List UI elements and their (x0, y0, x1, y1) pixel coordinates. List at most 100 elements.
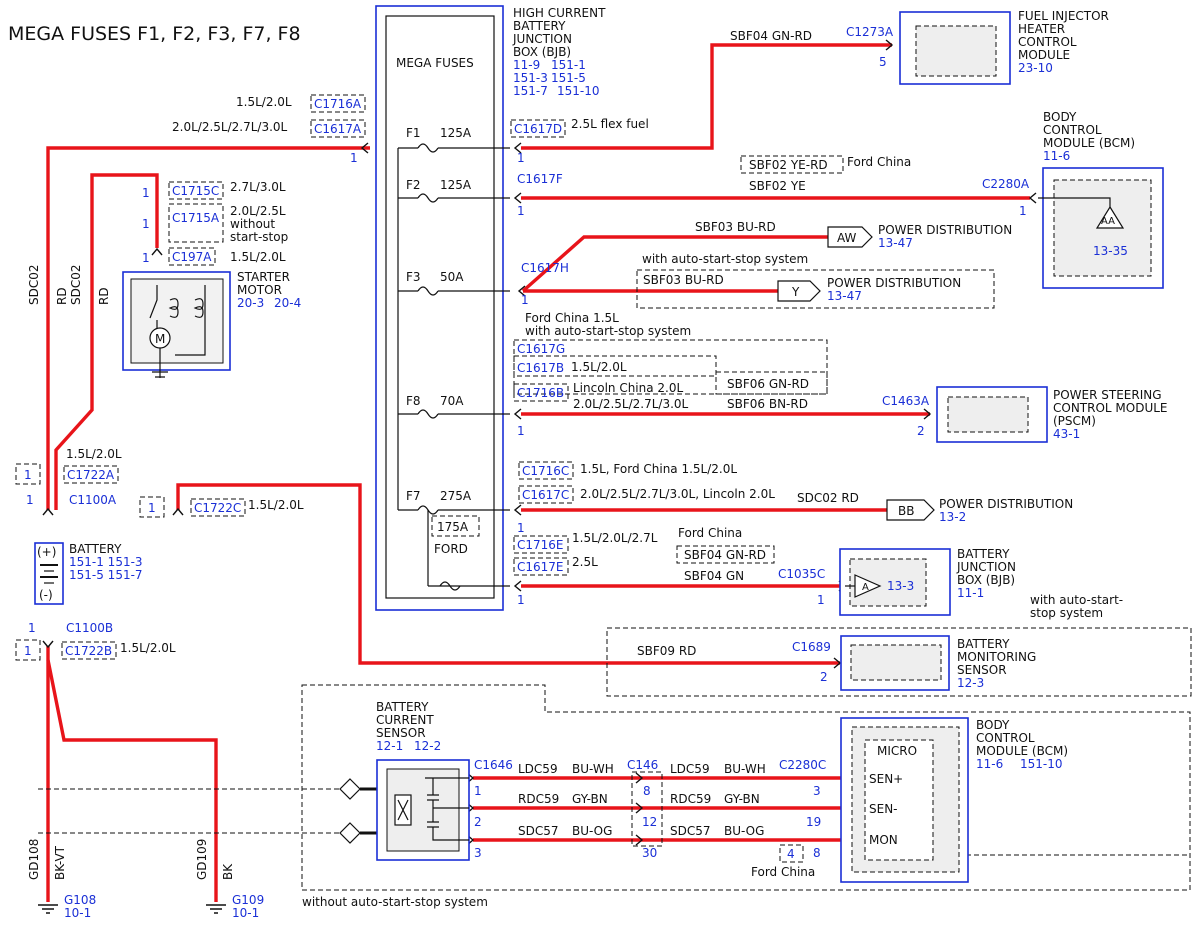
svg-text:RD: RD (55, 287, 69, 305)
connector-c1617b: C1617B (517, 361, 564, 375)
module-bjb-right: A 13-3 BATTERY JUNCTION BOX (BJB) 11-1 w… (839, 547, 1123, 620)
svg-text:23-10: 23-10 (1018, 61, 1053, 75)
wires (46, 43, 1030, 902)
svg-text:MON: MON (869, 833, 898, 847)
svg-text:without auto-start-stop system: without auto-start-stop system (302, 895, 488, 909)
svg-text:1: 1 (517, 204, 525, 218)
svg-text:2.5L: 2.5L (572, 555, 598, 569)
svg-text:with auto-start-: with auto-start- (1030, 593, 1123, 607)
svg-text:2.7L/3.0L: 2.7L/3.0L (230, 180, 286, 194)
svg-text:MOTOR: MOTOR (237, 283, 282, 297)
svg-text:20-3: 20-3 (237, 296, 264, 310)
left-connectors: 1.5L/2.0L C1716A 2.0L/2.5L/2.7L/3.0L C16… (142, 94, 366, 266)
connector-c1035c: C1035C (778, 567, 825, 581)
svg-text:POWER STEERING: POWER STEERING (1053, 388, 1162, 402)
svg-text:LDC59: LDC59 (518, 762, 558, 776)
diagram-title: MEGA FUSES F1, F2, F3, F7, F8 (8, 23, 301, 45)
connector-c1722b: C1722B (65, 644, 112, 658)
svg-text:13-35: 13-35 (1093, 244, 1128, 258)
svg-text:151-3: 151-3 (513, 71, 548, 85)
svg-text:BK-VT: BK-VT (53, 845, 67, 880)
connector-c1716e: C1716E (517, 538, 564, 552)
svg-text:43-1: 43-1 (1053, 427, 1080, 441)
connector-c1617e: C1617E (517, 560, 564, 574)
svg-text:F1: F1 (406, 126, 421, 140)
svg-text:11-9: 11-9 (513, 58, 540, 72)
svg-text:151-10: 151-10 (1020, 757, 1063, 771)
svg-text:MICRO: MICRO (877, 744, 917, 758)
module-bcm-bottom: BODY CONTROL MODULE (BCM) 11-6 151-10 MI… (840, 717, 1068, 883)
svg-text:1: 1 (1019, 204, 1027, 218)
svg-text:BODY: BODY (976, 718, 1010, 732)
svg-text:275A: 275A (440, 489, 472, 503)
fuse-f7: F7 275A 175A FORD (398, 489, 510, 591)
svg-text:CONTROL: CONTROL (1043, 123, 1102, 137)
svg-text:(-): (-) (39, 588, 53, 602)
svg-text:1: 1 (474, 784, 482, 798)
svg-text:SBF03 BU-RD: SBF03 BU-RD (643, 273, 724, 287)
svg-text:STARTER: STARTER (237, 270, 290, 284)
svg-text:GY-BN: GY-BN (724, 792, 760, 806)
svg-text:2.0L/2.5L/2.7L/3.0L, Lincoln 2: 2.0L/2.5L/2.7L/3.0L, Lincoln 2.0L (580, 487, 775, 501)
svg-text:RDC59: RDC59 (518, 792, 559, 806)
svg-text:POWER DISTRIBUTION: POWER DISTRIBUTION (939, 497, 1073, 511)
svg-text:Lincoln China 2.0L: Lincoln China 2.0L (573, 381, 683, 395)
pd-bb: BB POWER DISTRIBUTION 13-2 (886, 497, 1073, 524)
svg-text:1: 1 (517, 151, 525, 165)
svg-text:151-1: 151-1 (551, 58, 586, 72)
connector-c1715c: C1715C (172, 184, 219, 198)
svg-text:1: 1 (28, 621, 36, 635)
svg-text:FUEL INJECTOR: FUEL INJECTOR (1018, 9, 1109, 23)
connector-c1715a: C1715A (172, 211, 220, 225)
svg-text:1.5L/2.0L: 1.5L/2.0L (120, 641, 176, 655)
svg-text:BOX (BJB): BOX (BJB) (957, 573, 1015, 587)
connector-c1646: C1646 (474, 758, 513, 772)
connector-c146: C146 (627, 758, 658, 772)
connector-c1617g: C1617G (517, 342, 565, 356)
connector-c1617d: C1617D (514, 122, 562, 136)
mega-fuses-label: MEGA FUSES (396, 56, 474, 70)
connector-c1722c: C1722C (194, 501, 241, 515)
module-battery-monitoring: SBF09 RD C1689 2 BATTERY MONITORING SENS… (606, 627, 1192, 697)
svg-text:Y: Y (791, 285, 800, 299)
svg-text:SEN+: SEN+ (869, 772, 903, 786)
connector-c2280a: C2280A (982, 177, 1030, 191)
svg-text:Ford China: Ford China (678, 526, 742, 540)
connector-c2280c: C2280C (779, 758, 826, 772)
svg-text:BATTERY: BATTERY (957, 637, 1010, 651)
svg-text:(PSCM): (PSCM) (1053, 414, 1096, 428)
svg-text:SBF03 BU-RD: SBF03 BU-RD (695, 220, 776, 234)
svg-text:POWER DISTRIBUTION: POWER DISTRIBUTION (878, 223, 1012, 237)
svg-text:stop system: stop system (1030, 606, 1103, 620)
svg-text:G109: G109 (232, 893, 264, 907)
svg-text:1.5L/2.0L: 1.5L/2.0L (236, 95, 292, 109)
svg-text:BU-WH: BU-WH (572, 762, 614, 776)
svg-text:SENSOR: SENSOR (957, 663, 1007, 677)
connector-c1463a: C1463A (882, 394, 930, 408)
svg-text:5: 5 (879, 55, 887, 69)
svg-text:SBF02 YE-RD: SBF02 YE-RD (749, 158, 828, 172)
svg-text:HEATER: HEATER (1018, 22, 1065, 36)
svg-text:11-6: 11-6 (1043, 149, 1070, 163)
svg-text:10-1: 10-1 (232, 906, 259, 920)
right-connectors: C1617D 2.5L flex fuel 1 SBF04 GN-RD C127… (510, 25, 1030, 607)
svg-text:2: 2 (820, 670, 828, 684)
svg-text:CONTROL: CONTROL (976, 731, 1035, 745)
svg-text:G108: G108 (64, 893, 96, 907)
svg-text:13-3: 13-3 (887, 579, 914, 593)
svg-text:BK: BK (221, 863, 235, 880)
connector-c197a: C197A (172, 250, 212, 264)
svg-text:1.5L/2.0L: 1.5L/2.0L (230, 250, 286, 264)
svg-text:20-4: 20-4 (274, 296, 301, 310)
svg-text:50A: 50A (440, 270, 464, 284)
connector-c1617a: C1617A (314, 122, 362, 136)
battery-bottom-connectors: 1 C1100B 1 C1722B 1.5L/2.0L (15, 621, 176, 661)
connector-c1716a: C1716A (314, 97, 362, 111)
svg-text:F2: F2 (406, 178, 421, 192)
svg-text:A: A (862, 582, 869, 593)
svg-text:12-1: 12-1 (376, 739, 403, 753)
svg-text:70A: 70A (440, 394, 464, 408)
connector-c1689: C1689 (792, 640, 831, 654)
starter-motor: M STARTER MOTOR 20-3 20-4 (122, 270, 301, 378)
svg-text:2: 2 (917, 424, 925, 438)
